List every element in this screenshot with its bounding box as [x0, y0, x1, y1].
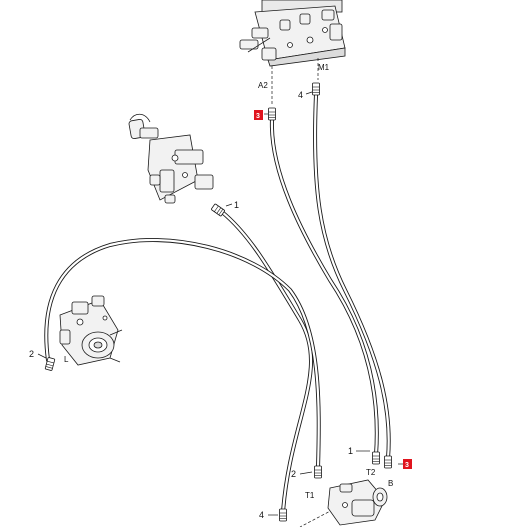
hose-left-pump [44, 238, 321, 470]
port-label-a2: A2 [258, 81, 268, 90]
middle-valve-assembly [128, 113, 214, 204]
port-label-m1: M1 [318, 63, 330, 72]
callout-leaders [37, 91, 403, 516]
port-label-t2: T2 [366, 468, 376, 477]
badge-text-top-left: 3 [256, 113, 260, 120]
callout-hose-2-left: 2 [29, 349, 34, 359]
callout-hose-4-bottom: 4 [259, 510, 264, 520]
callout-hose-1-right: 1 [348, 446, 353, 456]
port-label-t1: T1 [305, 491, 315, 500]
left-pump [59, 295, 123, 366]
hose-m1 [313, 93, 391, 460]
callout-hose-4-top: 4 [298, 90, 303, 100]
callout-hose-2-bottom: 2 [291, 469, 296, 479]
hose-mid-valve [220, 210, 314, 514]
bottom-motor [327, 479, 388, 526]
hose-a2 [269, 118, 379, 457]
badge-text-bottom-right: 3 [405, 462, 409, 469]
highlight-badge-top-left: 3 [254, 110, 263, 120]
highlight-badge-bottom-right: 3 [403, 459, 412, 469]
port-label-l: L [64, 355, 69, 364]
callout-hose-1-mid: 1 [234, 200, 239, 210]
top-valve-block [239, 0, 346, 67]
port-label-b: B [388, 479, 393, 488]
hoses [44, 93, 391, 514]
